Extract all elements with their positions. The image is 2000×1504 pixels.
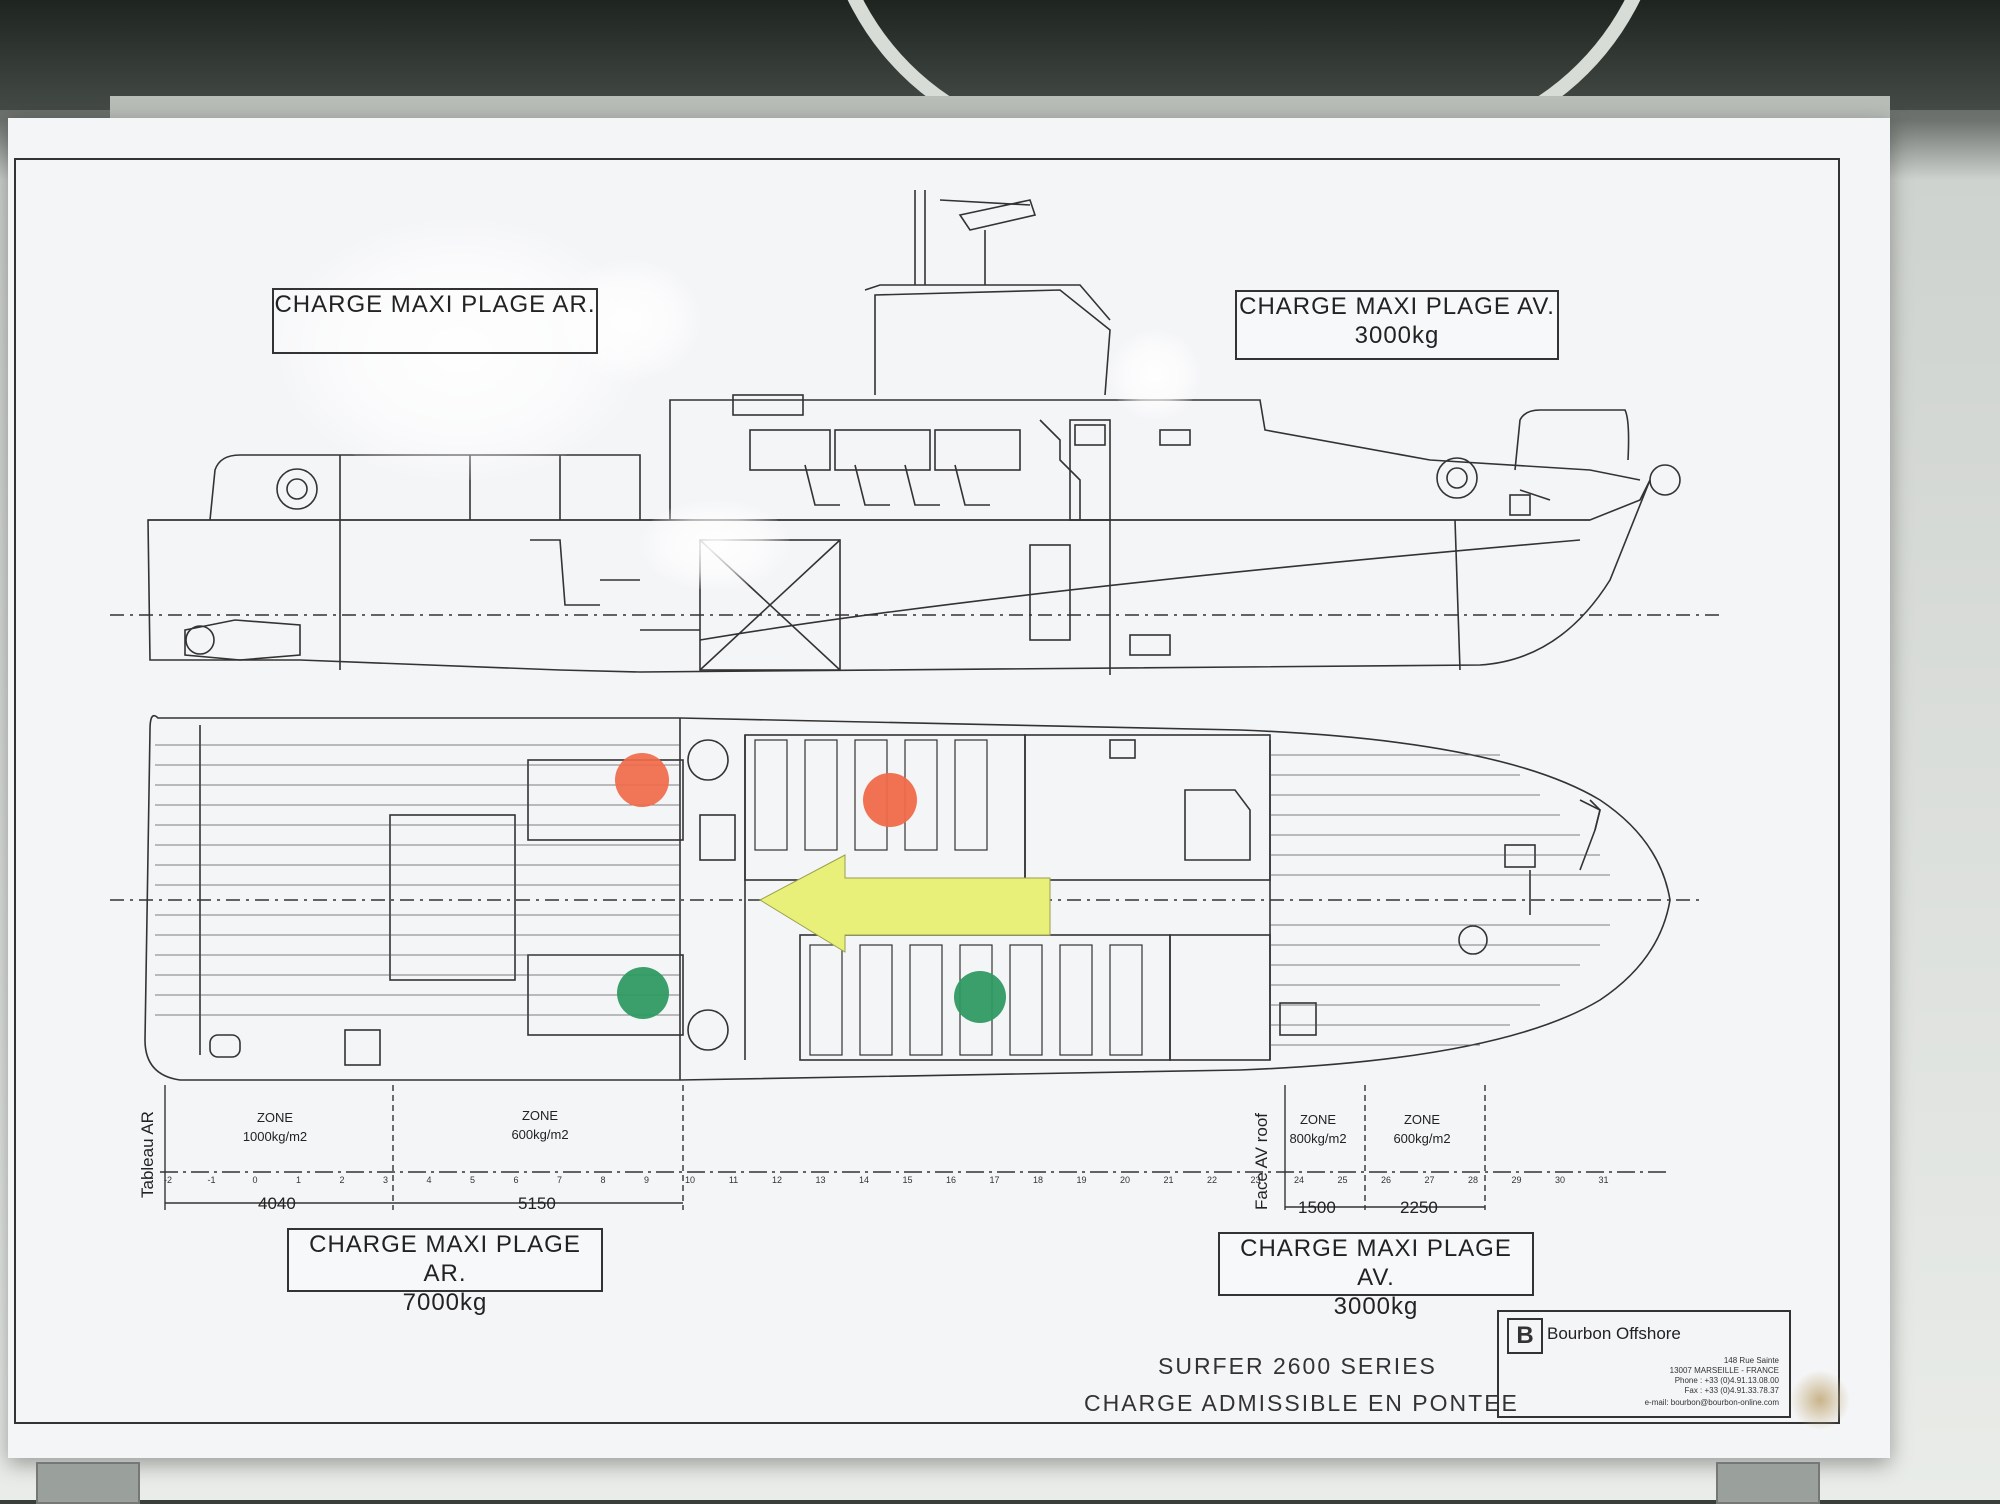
zone2-label: ZONE 600kg/m2 bbox=[490, 1108, 590, 1142]
bottom-right-load-box: CHARGE MAXI PLAGE AV. 3000kg bbox=[1218, 1232, 1534, 1320]
red-marker-aft bbox=[615, 753, 669, 807]
zone4-title: ZONE bbox=[1403, 1112, 1441, 1127]
frame-number: 3 bbox=[383, 1175, 388, 1185]
poster-stain bbox=[1790, 1370, 1850, 1430]
company-block: B Bourbon Offshore 148 Rue Sainte 13007 … bbox=[1497, 1310, 1791, 1418]
frame-number: 13 bbox=[815, 1175, 825, 1185]
green-marker-aft bbox=[617, 967, 669, 1019]
frame-number: 14 bbox=[859, 1175, 869, 1185]
frame-ruler bbox=[160, 1085, 1670, 1210]
top-right-load-title: CHARGE MAXI PLAGE AV. bbox=[1239, 293, 1555, 320]
zone3-value: 800kg/m2 bbox=[1289, 1131, 1347, 1146]
frame-number: 19 bbox=[1076, 1175, 1086, 1185]
company-logo: B bbox=[1507, 1318, 1543, 1354]
frame-number: 6 bbox=[513, 1175, 518, 1185]
frame-number: 17 bbox=[989, 1175, 999, 1185]
direction-arrow bbox=[758, 854, 1051, 953]
light-glare bbox=[640, 500, 790, 590]
light-glare bbox=[560, 260, 700, 380]
zone4-value: 600kg/m2 bbox=[1393, 1131, 1451, 1146]
series-subtitle: CHARGE ADMISSIBLE EN PONTEE bbox=[1084, 1390, 1519, 1416]
mounting-rail bbox=[110, 96, 1890, 120]
frame-number: 15 bbox=[902, 1175, 912, 1185]
zone4-label: ZONE 600kg/m2 bbox=[1382, 1112, 1462, 1146]
frame-number: 24 bbox=[1294, 1175, 1304, 1185]
drawing-frame bbox=[14, 158, 1840, 1424]
company-fax: Fax : +33 (0)4.91.33.78.37 bbox=[1684, 1386, 1779, 1395]
zone2-title: ZONE bbox=[521, 1108, 559, 1123]
poster-clip-right bbox=[1716, 1462, 1820, 1504]
series-title: SURFER 2600 SERIES bbox=[1158, 1353, 1437, 1379]
frame-number: 21 bbox=[1163, 1175, 1173, 1185]
poster-clip-left bbox=[36, 1462, 140, 1504]
frame-number: 20 bbox=[1120, 1175, 1130, 1185]
frame-number: 16 bbox=[946, 1175, 956, 1185]
zone3-label: ZONE 800kg/m2 bbox=[1278, 1112, 1358, 1146]
company-address1: 148 Rue Sainte bbox=[1723, 1356, 1779, 1365]
red-marker-cabin bbox=[863, 773, 917, 827]
zone2-value: 600kg/m2 bbox=[511, 1127, 569, 1142]
frame-number: 29 bbox=[1511, 1175, 1521, 1185]
tableau-ar-label: Tableau AR bbox=[138, 1111, 157, 1198]
frame-number: 1 bbox=[296, 1175, 301, 1185]
frame-number: 5 bbox=[470, 1175, 475, 1185]
top-left-load-title: CHARGE MAXI PLAGE AR. bbox=[274, 291, 596, 318]
bottom-right-load-value: 3000kg bbox=[1333, 1293, 1419, 1320]
frame-number: 11 bbox=[729, 1175, 738, 1185]
frame-number: -2 bbox=[164, 1175, 172, 1185]
zone1-label: ZONE 1000kg/m2 bbox=[225, 1110, 325, 1144]
company-name: Bourbon Offshore bbox=[1547, 1324, 1681, 1343]
company-address2: 13007 MARSEILLE - FRANCE bbox=[1669, 1366, 1779, 1375]
frame-number: 27 bbox=[1424, 1175, 1434, 1185]
top-right-load-value: 3000kg bbox=[1354, 322, 1440, 349]
frame-number: 2 bbox=[339, 1175, 344, 1185]
bottom-left-load-title: CHARGE MAXI PLAGE AR. bbox=[309, 1231, 581, 1287]
deck-planking bbox=[155, 744, 1610, 1046]
side-hull bbox=[147, 479, 1651, 673]
company-phone: Phone : +33 (0)4.91.13.08.00 bbox=[1674, 1376, 1779, 1385]
bottom-left-load-value: 7000kg bbox=[402, 1289, 488, 1316]
superstructure bbox=[669, 399, 1641, 520]
frame-number: 18 bbox=[1033, 1175, 1043, 1185]
zone3-title: ZONE bbox=[1299, 1112, 1337, 1127]
zone1-value: 1000kg/m2 bbox=[242, 1129, 308, 1144]
frame-number: 12 bbox=[772, 1175, 782, 1185]
frame-number: 7 bbox=[557, 1175, 562, 1185]
frame-number: 8 bbox=[600, 1175, 605, 1185]
bottom-left-load-box: CHARGE MAXI PLAGE AR. 7000kg bbox=[287, 1228, 603, 1316]
zone1-title: ZONE bbox=[256, 1110, 294, 1125]
frame-number: 23 bbox=[1250, 1175, 1260, 1185]
frame-number: 26 bbox=[1381, 1175, 1391, 1185]
dimension-4: 2250 bbox=[1400, 1198, 1438, 1217]
dimension-3: 1500 bbox=[1298, 1198, 1336, 1217]
frame-number: 31 bbox=[1598, 1175, 1608, 1185]
frame-number: 22 bbox=[1207, 1175, 1217, 1185]
plan-seats bbox=[754, 739, 1143, 1056]
bottom-right-load-title: CHARGE MAXI PLAGE AV. bbox=[1240, 1235, 1512, 1291]
top-right-load-box: CHARGE MAXI PLAGE AV. 3000kg bbox=[1235, 290, 1559, 360]
top-left-load-box: CHARGE MAXI PLAGE AR. bbox=[272, 288, 598, 354]
dimension-1: 4040 bbox=[258, 1194, 296, 1213]
seats-side bbox=[804, 464, 990, 506]
frame-number: 25 bbox=[1337, 1175, 1347, 1185]
frame-number: 9 bbox=[644, 1175, 649, 1185]
frame-number: 4 bbox=[426, 1175, 431, 1185]
company-email: e-mail: bourbon@bourbon-online.com bbox=[1644, 1398, 1779, 1407]
light-glare bbox=[1110, 330, 1200, 420]
green-marker-cabin bbox=[954, 971, 1006, 1023]
frame-number: 10 bbox=[685, 1175, 695, 1185]
plan-hull bbox=[144, 714, 1671, 1081]
frame-number: -1 bbox=[207, 1175, 215, 1185]
frame-number: 30 bbox=[1555, 1175, 1565, 1185]
frame-number: 0 bbox=[252, 1175, 257, 1185]
frame-number: 28 bbox=[1468, 1175, 1478, 1185]
dimension-2: 5150 bbox=[518, 1194, 556, 1213]
face-av-roof-label: Face AV roof bbox=[1252, 1112, 1271, 1210]
